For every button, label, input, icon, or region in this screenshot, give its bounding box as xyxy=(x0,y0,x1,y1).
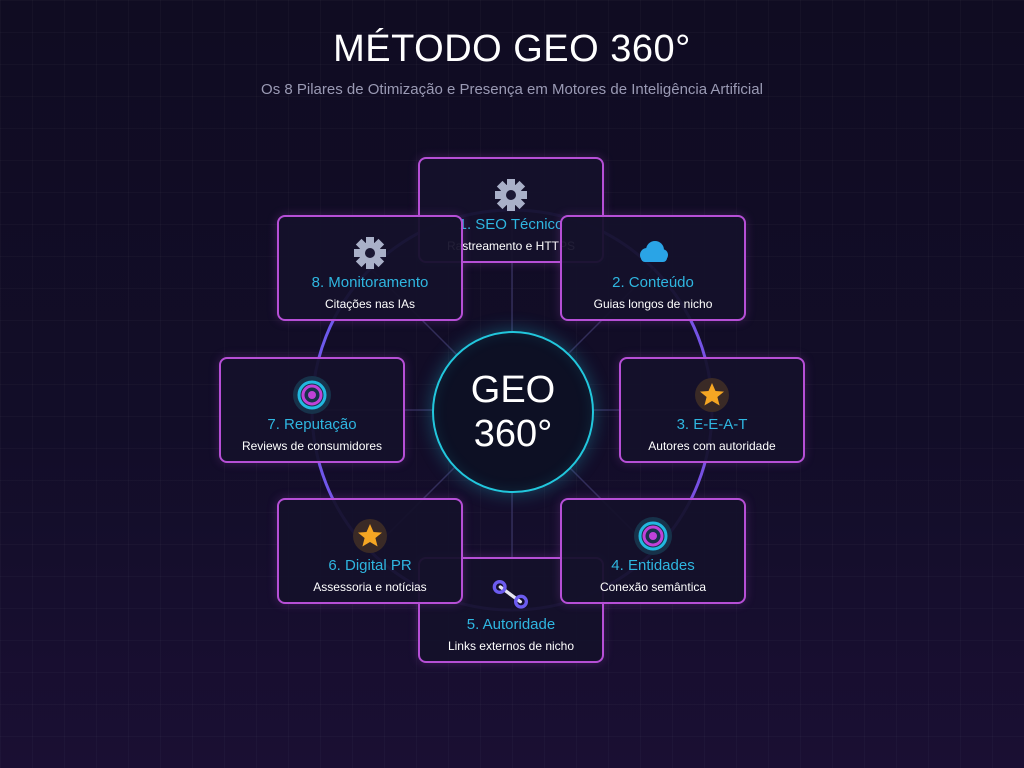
page-subtitle: Os 8 Pilares de Otimização e Presença em… xyxy=(261,81,763,98)
pillar-desc: Autores com autoridade xyxy=(648,439,776,453)
pillar-title: 3. E-E-A-T xyxy=(676,416,748,433)
pillar-desc: Assessoria e notícias xyxy=(313,580,427,594)
hub-label-line1: GEO xyxy=(470,369,556,411)
hub-circle: GEO 360° xyxy=(432,331,594,493)
target-icon xyxy=(633,516,673,556)
pillar-card-entidades[interactable]: 4. Entidades Conexão semântica xyxy=(560,498,746,604)
gear-icon xyxy=(491,175,531,215)
star-icon xyxy=(350,516,390,556)
pillar-card-digital-pr[interactable]: 6. Digital PR Assessoria e notícias xyxy=(277,498,463,604)
pillar-title: 2. Conteúdo xyxy=(612,274,694,291)
pillar-card-conteudo[interactable]: 2. Conteúdo Guias longos de nicho xyxy=(560,215,746,321)
pillar-card-reputacao[interactable]: 7. Reputação Reviews de consumidores xyxy=(219,357,405,463)
pillar-title: 1. SEO Técnico xyxy=(458,216,564,233)
cloud-icon xyxy=(633,233,673,273)
pillar-card-monitoramento[interactable]: 8. Monitoramento Citações nas IAs xyxy=(277,215,463,321)
star-icon xyxy=(692,375,732,415)
pillar-desc: Links externos de nicho xyxy=(447,639,575,653)
pillar-title: 4. Entidades xyxy=(611,557,695,574)
pillar-desc: Reviews de consumidores xyxy=(241,439,383,453)
hub-label-line2: 360° xyxy=(473,413,553,455)
link-icon xyxy=(491,575,531,615)
pillar-desc: Conexão semântica xyxy=(599,580,707,594)
pillar-desc: Rastreamento e HTTPS xyxy=(446,239,576,253)
pillar-title: 6. Digital PR xyxy=(328,557,412,574)
pillar-title: 7. Reputação xyxy=(267,416,357,433)
pillar-title: 8. Monitoramento xyxy=(311,274,429,291)
target-icon xyxy=(292,375,332,415)
gear-icon xyxy=(350,233,390,273)
pillar-desc: Guias longos de nicho xyxy=(593,297,713,311)
pillar-card-seo-tecnico[interactable]: 1. SEO Técnico Rastreamento e HTTPS xyxy=(418,157,604,263)
page-title: MÉTODO GEO 360° xyxy=(333,28,691,70)
pillar-desc: Citações nas IAs xyxy=(324,297,416,311)
pillar-card-eeat[interactable]: 3. E-E-A-T Autores com autoridade xyxy=(619,357,805,463)
pillar-title: 5. Autoridade xyxy=(466,616,556,633)
